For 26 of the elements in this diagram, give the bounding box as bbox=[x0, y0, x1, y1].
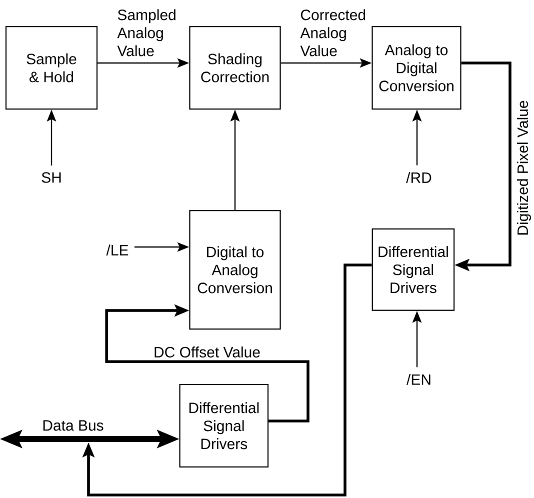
edge-label: Corrected Analog Value bbox=[300, 9, 366, 56]
arrow bbox=[454, 62, 512, 272]
process-box: Differential Signal Drivers bbox=[372, 228, 455, 311]
process-box: Digital to Analog Conversion bbox=[189, 210, 281, 330]
arrow bbox=[46, 110, 56, 166]
arrow bbox=[105, 304, 310, 422]
arrow bbox=[280, 58, 372, 68]
arrow bbox=[412, 310, 422, 368]
signal-label: /LE bbox=[106, 244, 128, 256]
arrow bbox=[98, 58, 190, 68]
signal-label: /EN bbox=[406, 374, 430, 385]
edge-label: Sampled Analog Value bbox=[117, 9, 176, 56]
bus-arrow bbox=[0, 430, 180, 448]
signal-label: SH bbox=[42, 172, 61, 183]
process-box: Shading Correction bbox=[189, 26, 281, 110]
process-box: Sample & Hold bbox=[5, 26, 98, 110]
signal-label: /RD bbox=[406, 172, 432, 183]
arrow bbox=[412, 110, 422, 166]
edge-label: Data Bus bbox=[43, 420, 104, 431]
process-box: Analog to Digital Conversion bbox=[372, 26, 462, 110]
edge-label: DC Offset Value bbox=[154, 346, 260, 358]
edge-label: Digitized Pixel Value bbox=[517, 100, 531, 235]
process-box: Differential Signal Drivers bbox=[179, 384, 269, 468]
arrow bbox=[230, 110, 240, 210]
arrow bbox=[134, 242, 190, 252]
arrow bbox=[82, 264, 372, 496]
